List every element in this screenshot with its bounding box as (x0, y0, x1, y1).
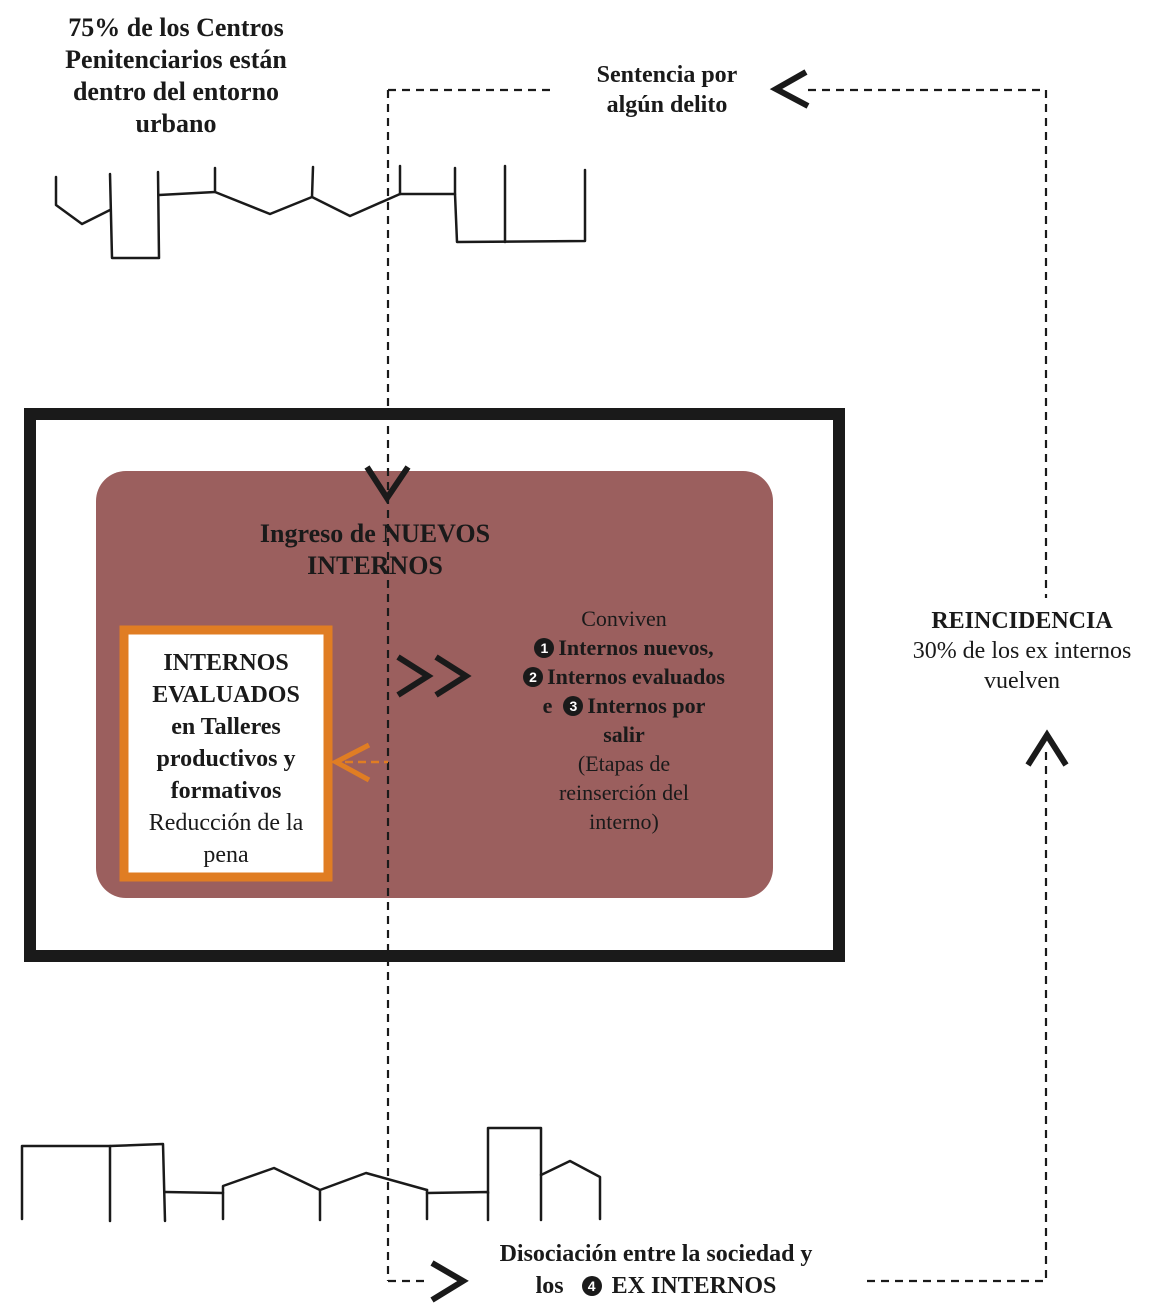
conviven-note: reinserción del (558, 780, 690, 805)
ingreso-line: Ingreso de NUEVOS (259, 519, 491, 548)
conviven-note: (Etapas de (577, 751, 671, 776)
double-chevron-right-icon (396, 654, 472, 698)
flow-line-right-lower (862, 752, 1048, 1283)
reincidencia-title: REINCIDENCIA (931, 608, 1113, 634)
reincidencia-line: vuelven (984, 668, 1060, 694)
conviven-item: salir (603, 722, 645, 747)
number-badge-icon: 3 (563, 696, 584, 716)
disociacion-line: EX INTERNOS (611, 1273, 777, 1299)
sentencia-line: algún delito (606, 92, 728, 118)
evaluated-line: formativos (170, 778, 282, 804)
reincidencia-line: 30% de los ex internos (912, 638, 1132, 664)
evaluated-box: INTERNOS EVALUADOS en Talleres productiv… (128, 647, 324, 871)
sentencia-label: Sentencia por algún delito (562, 60, 772, 120)
conviven-item: Internos por (587, 693, 706, 718)
city-skyline-bottom (20, 1126, 602, 1223)
chevron-right-icon (430, 1260, 469, 1303)
conviven-title: Conviven (581, 606, 667, 631)
number-badge-icon: 2 (523, 667, 544, 687)
chevron-down-icon (364, 465, 411, 504)
evaluated-box-border (119, 625, 333, 882)
evaluated-line: en Talleres (171, 714, 281, 740)
number-badge-icon: 1 (534, 638, 555, 658)
note-line: dentro del entorno (72, 77, 280, 106)
disociacion-prefix: los (535, 1273, 564, 1299)
flow-line-top-right (808, 88, 1048, 598)
note-line: urbano (135, 109, 217, 138)
urban-centers-note: 75% de los Centros Penitenciarios están … (40, 12, 312, 140)
evaluated-line: productivos y (156, 746, 296, 772)
evaluated-line: Reducción de la (148, 810, 304, 836)
ingreso-label: Ingreso de NUEVOS INTERNOS (230, 518, 520, 582)
chevron-up-icon (1025, 729, 1069, 767)
city-skyline-top (54, 164, 587, 260)
ingreso-line: INTERNOS (307, 551, 443, 580)
conviven-note: interno) (589, 809, 659, 834)
reincidencia-label: REINCIDENCIA 30% de los ex internos vuel… (896, 606, 1148, 696)
sentencia-line: Sentencia por (596, 62, 738, 88)
note-line: Penitenciarios están (65, 45, 287, 74)
orange-arrow-icon (330, 742, 371, 783)
evaluated-line: pena (203, 842, 249, 868)
conviven-conjunction: e (542, 693, 553, 718)
flow-lines (386, 88, 1048, 1283)
disociacion-line: Disociación entre la sociedad y (499, 1241, 813, 1267)
conviven-item: Internos nuevos, (558, 635, 714, 660)
note-line: 75% de los Centros (68, 13, 284, 42)
number-badge-icon: 4 (581, 1276, 602, 1296)
evaluated-line: INTERNOS (163, 650, 289, 676)
conviven-item: Internos evaluados (547, 664, 725, 689)
prison-frame (24, 408, 845, 962)
disociacion-label: Disociación entre la sociedad y los 4 EX… (470, 1238, 842, 1302)
evaluated-line: EVALUADOS (152, 682, 300, 708)
chevron-left-icon (769, 69, 810, 109)
